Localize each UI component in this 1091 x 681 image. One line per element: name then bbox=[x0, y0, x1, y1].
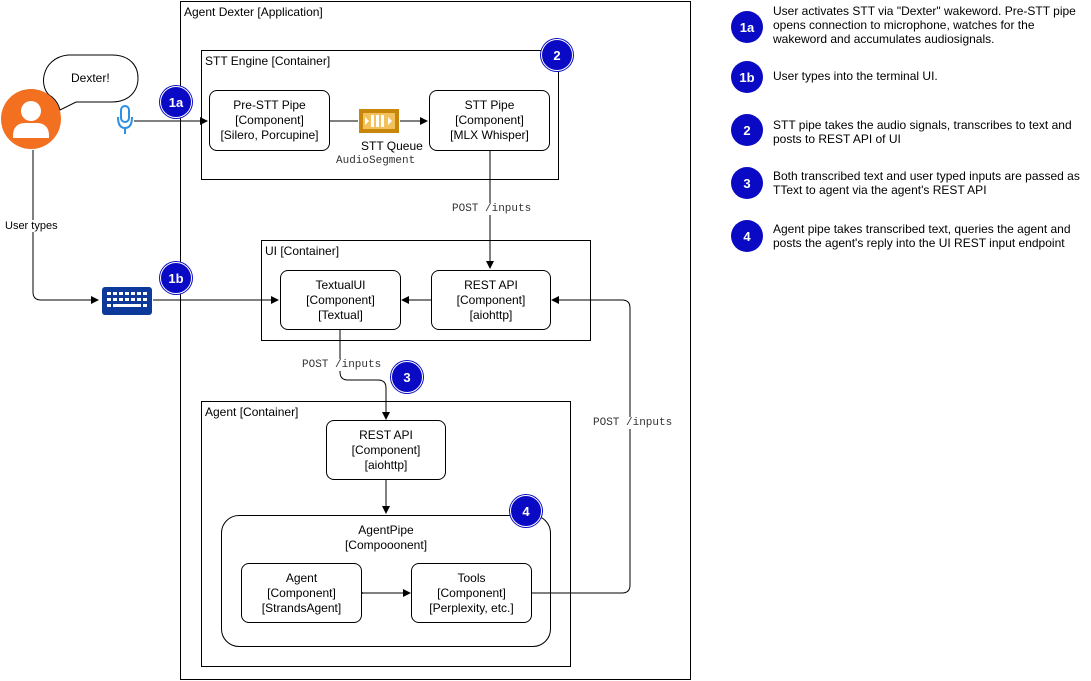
agent-type: [Component] bbox=[267, 585, 336, 600]
edge-user-to-keyboard bbox=[32, 150, 99, 304]
edge-textualui-to-agentrest bbox=[339, 330, 390, 420]
legend-text-3: Both transcribed text and user typed inp… bbox=[773, 169, 1080, 197]
speech-text: Dexter! bbox=[71, 71, 110, 85]
badge-1a: 1a bbox=[160, 86, 192, 118]
legend-badge-4: 4 bbox=[731, 220, 763, 252]
badge-1b: 1b bbox=[160, 262, 192, 294]
textualui-type: [Component] bbox=[306, 292, 375, 307]
sttpipe-tech: [MLX Whisper] bbox=[450, 128, 529, 142]
badge-4: 4 bbox=[510, 495, 542, 527]
agent-rest-api-component: REST API [Component] [aiohttp] bbox=[326, 420, 446, 480]
microphone-icon bbox=[117, 105, 133, 134]
edge-label-post-inputs-ui: POST /inputs bbox=[302, 359, 382, 371]
prestt-type: [Component] bbox=[235, 113, 304, 127]
agent-container-title: Agent [Container] bbox=[205, 405, 299, 419]
edge-tools-to-uirest bbox=[532, 296, 631, 594]
tools-tech: [Perplexity, etc.] bbox=[429, 600, 514, 615]
badge-3: 3 bbox=[391, 361, 423, 393]
stt-engine-title: STT Engine [Container] bbox=[205, 54, 331, 68]
application-title: Agent Dexter [Application] bbox=[184, 5, 323, 19]
queue-icon bbox=[359, 109, 399, 133]
legend-badge-3: 3 bbox=[731, 167, 763, 199]
agent-container: Agent [Container] bbox=[201, 401, 571, 667]
legend-text-4: Agent pipe takes transcribed text, queri… bbox=[773, 222, 1071, 250]
ui-rest-api-component: REST API [Component] [aiohttp] bbox=[431, 270, 551, 330]
prestt-name: Pre-STT Pipe bbox=[233, 98, 306, 112]
keyboard-icon bbox=[102, 287, 152, 315]
legend-text-2: STT pipe takes the audio signals, transc… bbox=[773, 118, 1072, 146]
prestt-tech: [Silero, Porcupine] bbox=[220, 128, 319, 142]
textualui-name: TextualUI bbox=[315, 277, 366, 292]
legend-badge-2: 2 bbox=[731, 114, 763, 146]
agentrest-tech: [aiohttp] bbox=[364, 457, 408, 472]
textualui-tech: [Textual] bbox=[318, 307, 363, 322]
application-boundary: Agent Dexter [Application] bbox=[180, 1, 691, 680]
legend-text-1a: User activates STT via "Dexter" wakeword… bbox=[773, 4, 1076, 46]
agentpipe-component: AgentPipe [Compooonent] bbox=[221, 515, 551, 647]
agent-component: Agent [Component] [StrandsAgent] bbox=[241, 563, 362, 623]
badge-2: 2 bbox=[541, 39, 573, 71]
agentpipe-type: [Compooonent] bbox=[344, 538, 428, 552]
textualui-component: TextualUI [Component] [Textual] bbox=[280, 270, 401, 330]
speech-bubble bbox=[43, 54, 139, 111]
uirest-name: REST API bbox=[464, 277, 518, 292]
edge-label-post-inputs-stt: POST /inputs bbox=[452, 203, 532, 215]
tools-component: Tools [Component] [Perplexity, etc.] bbox=[411, 563, 532, 623]
stt-pipe-component: STT Pipe [Component] [MLX Whisper] bbox=[429, 90, 550, 151]
ui-container-title: UI [Container] bbox=[265, 244, 340, 258]
legend-badge-1b: 1b bbox=[731, 61, 763, 93]
agent-tech: [StrandsAgent] bbox=[261, 600, 342, 615]
stt-engine-container: STT Engine [Container] bbox=[201, 50, 559, 180]
agentrest-name: REST API bbox=[359, 427, 413, 442]
legend-text-1b: User types into the terminal UI. bbox=[773, 69, 938, 83]
agentpipe-name: AgentPipe bbox=[358, 523, 414, 537]
legend-badge-1a: 1a bbox=[731, 11, 763, 43]
sttpipe-name: STT Pipe bbox=[464, 98, 515, 112]
uirest-type: [Component] bbox=[456, 292, 526, 307]
user-avatar-icon bbox=[1, 89, 61, 149]
queue-type: AudioSegment bbox=[336, 155, 416, 167]
ui-container: UI [Container] bbox=[261, 240, 591, 341]
tools-name: Tools bbox=[457, 570, 486, 585]
edge-label-post-inputs-tools: POST /inputs bbox=[593, 417, 673, 429]
uirest-tech: [aiohttp] bbox=[469, 307, 513, 322]
edge-label-user-types: User types bbox=[5, 220, 58, 232]
queue-label: STT Queue bbox=[361, 139, 423, 153]
sttpipe-type: [Component] bbox=[455, 113, 524, 127]
prestt-pipe-component: Pre-STT Pipe [Component] [Silero, Porcup… bbox=[209, 90, 330, 151]
agent-name: Agent bbox=[285, 570, 318, 585]
tools-type: [Component] bbox=[437, 585, 506, 600]
agentrest-type: [Component] bbox=[351, 442, 421, 457]
